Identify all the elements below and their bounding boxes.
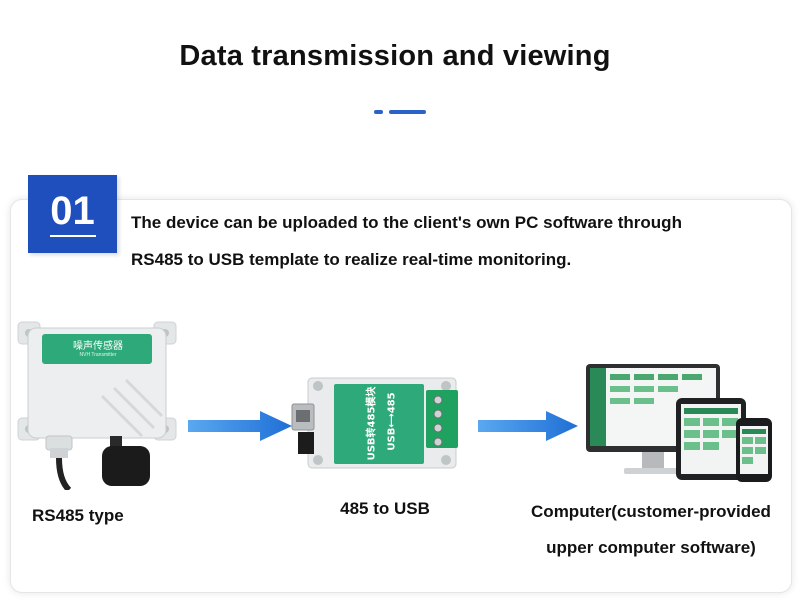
page-title: Data transmission and viewing <box>179 40 611 72</box>
computer-devices-image <box>586 364 772 482</box>
converter-label: 485 to USB <box>340 499 430 518</box>
step-number-underline <box>49 235 96 237</box>
sensor-device-image <box>17 321 177 490</box>
computer-label-line2: upper computer software) <box>546 538 756 557</box>
computer-label: Computer(customer-provided upper compute… <box>520 494 782 566</box>
sensor-label: RS485 type <box>32 506 124 525</box>
usb-converter-image <box>291 377 458 469</box>
step-number-badge: 01 <box>28 175 117 253</box>
step-number: 01 <box>50 189 95 233</box>
step-description-line1: The device can be uploaded to the client… <box>131 213 682 232</box>
flow-arrow-1 <box>188 411 292 441</box>
converter-module-text: USB转485模块 <box>366 386 378 461</box>
title-underline-dot <box>374 110 383 114</box>
computer-label-line1: Computer(customer-provided <box>531 502 771 521</box>
title-underline-bar <box>389 110 426 114</box>
sensor-panel-text: 噪声传感器 <box>73 341 123 352</box>
flow-arrow-2 <box>478 411 578 441</box>
step-description-line2: RS485 to USB template to realize real-ti… <box>131 250 572 269</box>
converter-module-subtext: USB⟷485 <box>386 392 398 451</box>
sensor-panel-subtext: NVH Transmitter <box>79 352 117 358</box>
